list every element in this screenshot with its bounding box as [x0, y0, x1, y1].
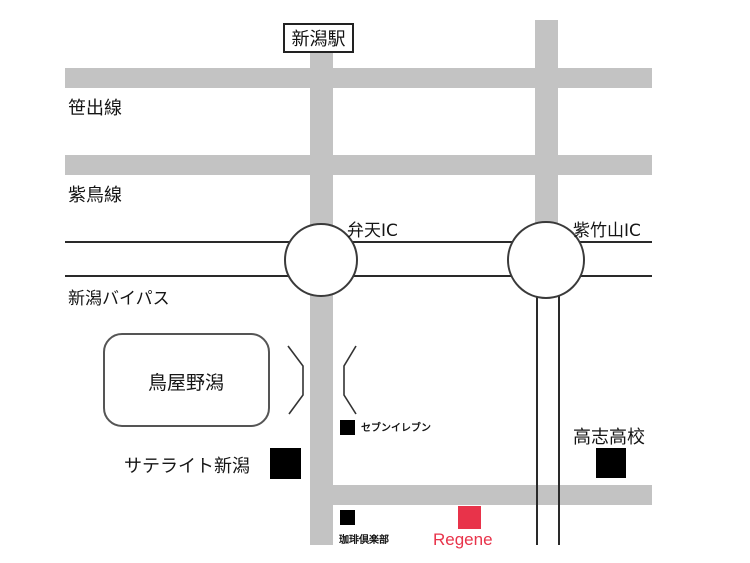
koshi-high-label: 高志高校 [573, 427, 645, 448]
bridge-bracket-left [287, 345, 304, 415]
road-label-bypass: 新潟バイパス [68, 289, 170, 309]
regene-label: Regene [433, 530, 493, 549]
satellite-marker [270, 448, 301, 479]
shichikuyama-ic-circle [507, 221, 585, 299]
lake-outline [103, 333, 270, 427]
road-shitori [65, 155, 652, 175]
bridge-bracket-right [343, 345, 357, 415]
coffee-club-marker [340, 510, 355, 525]
road-label-sasade: 笹出線 [68, 98, 122, 119]
road-vertical-east [535, 20, 558, 235]
seven-eleven-label: セブンイレブン [361, 423, 431, 434]
lake-label: 鳥屋野潟 [148, 372, 225, 394]
station-box: 新潟駅 [283, 23, 354, 53]
road-vertical-station [310, 53, 333, 545]
road-bottom [333, 485, 652, 505]
road-label-shitori: 紫鳥線 [68, 185, 122, 206]
benten-ic-circle [284, 223, 358, 297]
ic-label-benten: 弁天IC [347, 221, 398, 241]
regene-marker [458, 506, 481, 529]
road-sasade [65, 68, 652, 88]
satellite-label: サテライト新潟 [124, 456, 250, 477]
station-label: 新潟駅 [291, 29, 346, 50]
ic-label-shichikuyama: 紫竹山IC [573, 221, 641, 241]
coffee-club-label: 珈琲倶楽部 [339, 535, 389, 546]
seven-eleven-marker [340, 420, 355, 435]
koshi-high-marker [596, 448, 626, 478]
